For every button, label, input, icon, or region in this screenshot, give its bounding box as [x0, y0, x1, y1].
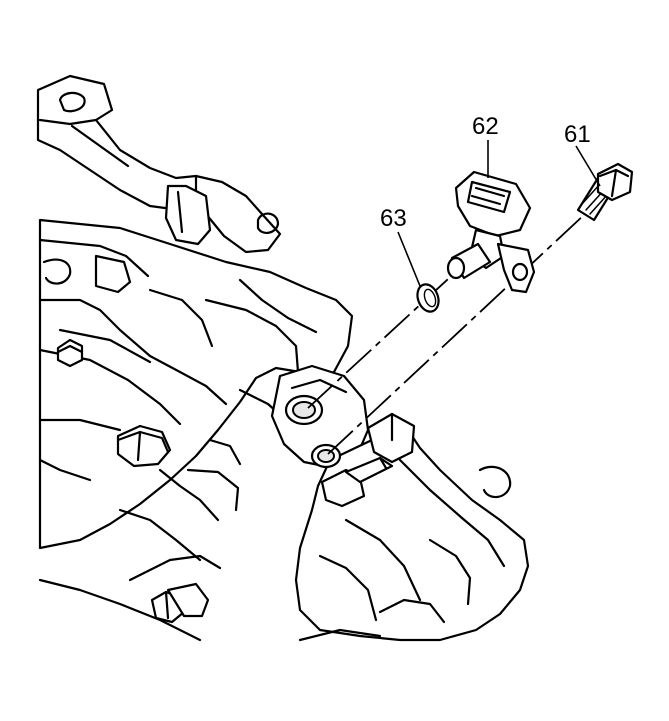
callout-62: 62	[472, 113, 499, 140]
speed-sensor	[446, 170, 536, 294]
leader-lines	[397, 140, 601, 287]
callout-labels: 61 62 63	[380, 113, 591, 232]
transmission-case	[36, 74, 530, 642]
callout-61: 61	[564, 121, 591, 148]
callout-63: 63	[380, 205, 407, 232]
bolt	[576, 162, 634, 222]
o-ring	[416, 283, 440, 313]
